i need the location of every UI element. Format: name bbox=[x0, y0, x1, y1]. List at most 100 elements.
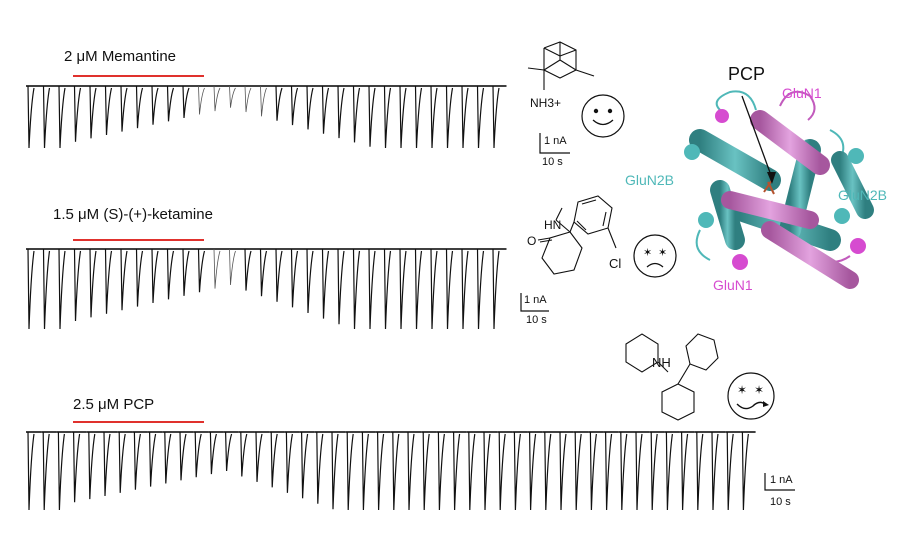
current-trace-pcp bbox=[26, 431, 756, 511]
current-spike bbox=[346, 431, 354, 511]
current-spike bbox=[321, 248, 330, 319]
current-spike bbox=[275, 85, 283, 121]
current-spike bbox=[665, 431, 673, 511]
smile-face-icon bbox=[581, 94, 625, 138]
receptor-ligand-label: PCP bbox=[728, 64, 766, 84]
current-spike bbox=[179, 431, 187, 481]
current-spike bbox=[650, 431, 658, 511]
current-spike bbox=[103, 431, 111, 496]
current-spike bbox=[166, 248, 175, 300]
current-spike bbox=[574, 431, 582, 511]
current-spike bbox=[213, 85, 221, 112]
current-spike bbox=[461, 85, 469, 149]
current-spike bbox=[225, 431, 233, 472]
current-spike bbox=[306, 248, 314, 314]
current-spike bbox=[73, 431, 81, 503]
scale-bar-memantine bbox=[539, 133, 570, 154]
current-spike bbox=[414, 248, 423, 330]
current-trace-ketamine bbox=[26, 248, 507, 330]
current-spike bbox=[73, 85, 82, 142]
current-spike bbox=[213, 248, 221, 289]
current-spike bbox=[120, 85, 128, 132]
drug-label-ketamine: 1.5 μM (S)-(+)-ketamine bbox=[53, 206, 213, 223]
current-spike bbox=[306, 85, 314, 130]
scale-current-ketamine: 1 nA bbox=[524, 294, 547, 306]
current-spike bbox=[182, 85, 190, 118]
current-spike bbox=[89, 248, 97, 318]
current-spike bbox=[476, 248, 485, 330]
current-spike bbox=[209, 431, 217, 475]
current-spike bbox=[445, 85, 454, 149]
current-spike bbox=[104, 248, 113, 314]
current-spike bbox=[696, 431, 704, 511]
current-spike bbox=[198, 85, 205, 115]
current-spike bbox=[559, 431, 567, 511]
current-spike bbox=[620, 431, 628, 511]
svg-text:✶: ✶ bbox=[658, 246, 667, 259]
current-spike bbox=[407, 431, 415, 511]
current-spike bbox=[445, 248, 454, 330]
glun2b-right-label: GluN2B bbox=[838, 187, 888, 203]
current-spike bbox=[151, 248, 159, 304]
svg-text:✶: ✶ bbox=[737, 383, 747, 397]
current-spike bbox=[681, 431, 689, 511]
current-spike bbox=[399, 248, 407, 330]
current-spike bbox=[352, 85, 361, 143]
current-spike bbox=[88, 431, 96, 500]
current-spike bbox=[368, 248, 376, 330]
current-spike bbox=[229, 85, 236, 108]
ketamine-structure bbox=[537, 195, 617, 275]
current-spike bbox=[337, 85, 345, 139]
current-spike bbox=[352, 248, 361, 330]
current-spike bbox=[468, 431, 476, 511]
current-spike bbox=[135, 85, 144, 129]
current-spike bbox=[275, 248, 283, 302]
current-spike bbox=[368, 85, 376, 147]
current-spike bbox=[290, 248, 299, 308]
current-spike bbox=[399, 85, 407, 149]
current-spike bbox=[42, 431, 50, 511]
ketamine-halogen-label: Cl bbox=[609, 256, 622, 271]
current-spike bbox=[42, 85, 51, 149]
crooked-face-icon: ✶ ✶ bbox=[727, 372, 775, 420]
current-spike bbox=[437, 431, 445, 511]
scale-time-ketamine: 10 s bbox=[526, 314, 547, 326]
current-spike bbox=[27, 431, 35, 511]
current-trace-memantine bbox=[26, 85, 507, 149]
glun2b-left-label: GluN2B bbox=[625, 172, 675, 188]
application-bar-ketamine bbox=[73, 239, 204, 241]
current-spike bbox=[498, 431, 506, 511]
current-spike bbox=[331, 431, 339, 510]
current-spike bbox=[270, 431, 278, 488]
current-spike bbox=[461, 248, 469, 330]
current-spike bbox=[741, 431, 749, 511]
current-spike bbox=[414, 85, 423, 149]
current-spike bbox=[118, 431, 126, 493]
current-spike bbox=[492, 85, 500, 149]
current-spike bbox=[392, 431, 400, 511]
drug-label-pcp: 2.5 μM PCP bbox=[73, 396, 155, 413]
current-spike bbox=[166, 85, 175, 122]
current-spike bbox=[151, 85, 159, 125]
drug-label-memantine: 2 μM Memantine bbox=[64, 48, 177, 65]
current-spike bbox=[57, 431, 65, 511]
current-spike bbox=[104, 85, 113, 136]
current-spike bbox=[229, 248, 236, 286]
svg-text:✶: ✶ bbox=[754, 383, 764, 397]
memantine-amine-label: NH3+ bbox=[530, 96, 562, 110]
scale-bar-ketamine bbox=[520, 293, 549, 312]
current-spike bbox=[244, 85, 252, 113]
current-spike bbox=[361, 431, 369, 511]
current-spike bbox=[194, 431, 202, 478]
nmda-receptor-illustration bbox=[684, 90, 874, 289]
current-spike bbox=[316, 431, 324, 504]
current-spike bbox=[337, 248, 345, 325]
scale-time-memantine: 10 s bbox=[542, 156, 563, 168]
current-spike bbox=[492, 248, 500, 330]
application-bar-memantine bbox=[73, 75, 204, 77]
application-bar-pcp bbox=[73, 421, 204, 423]
current-spike bbox=[244, 248, 252, 291]
current-spike bbox=[726, 431, 734, 511]
current-spike bbox=[422, 431, 430, 511]
current-spike bbox=[255, 431, 263, 482]
